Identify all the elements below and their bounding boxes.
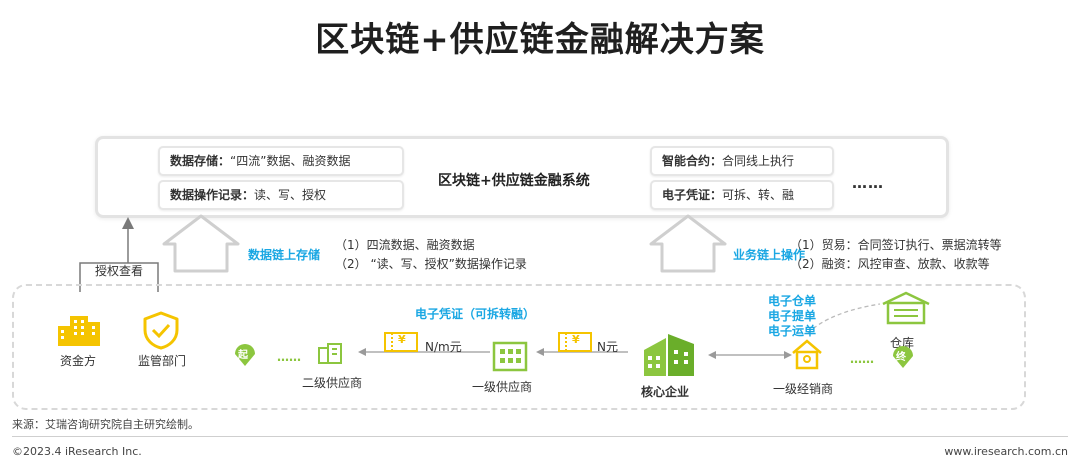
feature-value: 合同线上执行	[722, 154, 795, 168]
feature-value: 读、写、授权	[254, 188, 327, 202]
footer-website: www.iresearch.com.cn	[944, 445, 1068, 458]
regulator-label: 监管部门	[138, 354, 187, 368]
end-badge-text: 终	[896, 352, 906, 363]
arrowhead-tier2-icon	[358, 348, 366, 356]
upload-arrow-left-icon	[162, 214, 240, 273]
feature-key: 电子凭证：	[662, 188, 723, 202]
system-label: 区块链+供应链金融系统	[438, 173, 590, 189]
voucher-ticket-icon	[384, 332, 418, 352]
footer-copyright: ©2023.4 iResearch Inc.	[12, 445, 142, 458]
feature-smart-contract: 智能合约：合同线上执行	[650, 146, 834, 176]
source-note: 来源：艾瑞咨询研究院自主研究绘制。	[12, 418, 199, 431]
feature-operation-record: 数据操作记录：读、写、授权	[158, 180, 404, 210]
auth-connector	[79, 226, 159, 292]
right-flow-label: 业务链上操作	[733, 248, 806, 262]
left-flow-label: 数据链上存储	[248, 248, 321, 262]
warehouse-label: 仓库	[890, 336, 915, 350]
feature-key: 数据操作记录：	[170, 188, 255, 202]
core-enterprise-icon	[644, 334, 694, 376]
doc-bill-of-lading: 电子提单	[768, 309, 817, 323]
funder-label: 资金方	[60, 354, 97, 368]
dots-left: ……	[277, 350, 301, 364]
voucher-flow-label: 电子凭证（可拆转融）	[415, 307, 536, 321]
auth-arrowhead-icon	[122, 217, 134, 229]
doc-warehouse-receipt: 电子仓单	[768, 294, 817, 308]
left-flow-line2: （2） “读、写、授权”数据操作记录	[335, 257, 527, 271]
yen-icon: ¥	[572, 333, 580, 346]
auth-label: 授权查看	[95, 264, 144, 278]
feature-e-voucher: 电子凭证：可拆、转、融	[650, 180, 834, 210]
tier1-label: 一级供应商	[472, 380, 533, 394]
footer-divider	[12, 436, 1068, 437]
doc-waybill: 电子运单	[768, 324, 817, 338]
building-small-icon	[318, 343, 342, 364]
tier2-label: 二级供应商	[302, 376, 363, 390]
feature-key: 智能合约：	[662, 154, 723, 168]
arrowhead-left-icon	[708, 351, 716, 359]
yen-icon: ¥	[398, 333, 406, 346]
system-ellipsis: ……	[852, 174, 884, 192]
amount-n: N元	[597, 340, 618, 354]
dots-right: ……	[850, 352, 874, 366]
feature-value: 可拆、转、融	[722, 188, 795, 202]
start-badge-icon	[235, 344, 255, 366]
feature-data-storage: 数据存储：“四流”数据、融资数据	[158, 146, 404, 176]
right-flow-line2: （2）融资：风控审查、放款、收款等	[790, 257, 990, 271]
arrowhead-right-icon	[784, 351, 792, 359]
right-flow-line1: （1）贸易：合同签订执行、票据流转等	[790, 238, 1002, 252]
warehouse-icon	[882, 291, 930, 325]
upload-arrow-right-icon	[649, 214, 727, 273]
system-box	[95, 136, 949, 218]
left-flow-line1: （1）四流数据、融资数据	[335, 238, 475, 252]
ecosystem-region	[12, 284, 1026, 410]
amount-nm: N/m元	[425, 340, 462, 354]
core-label: 核心企业	[641, 385, 690, 399]
voucher-ticket-icon	[558, 332, 592, 352]
shield-check-icon	[143, 311, 179, 350]
page-title: 区块链+供应链金融解决方案	[315, 20, 765, 60]
arrowhead-tier1-icon	[536, 348, 544, 356]
building-icon	[58, 316, 100, 346]
end-badge-icon	[893, 346, 913, 368]
house-icon	[792, 339, 822, 370]
building-medium-icon	[492, 341, 528, 372]
feature-key: 数据存储：	[170, 154, 231, 168]
feature-value: “四流”数据、融资数据	[230, 154, 351, 168]
distributor-label: 一级经销商	[773, 382, 834, 396]
start-badge-text: 起	[238, 350, 248, 361]
